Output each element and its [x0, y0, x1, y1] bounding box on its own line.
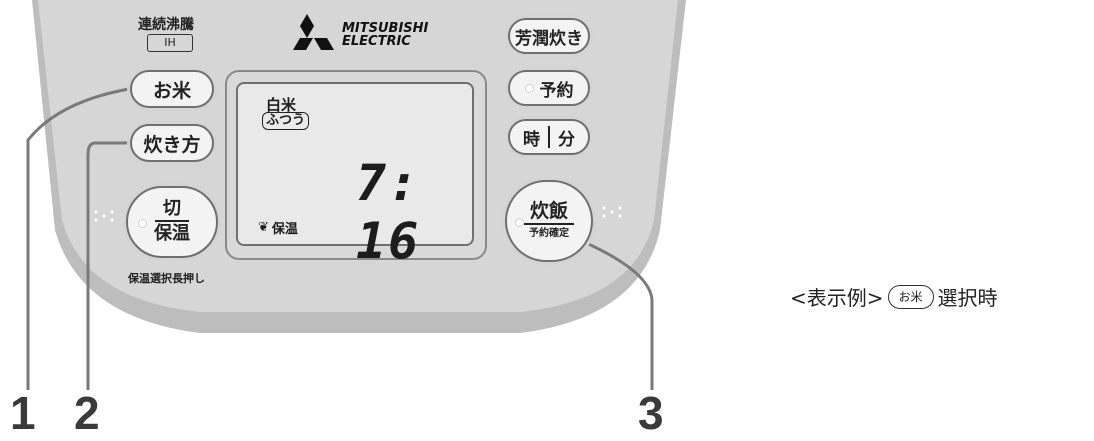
caption-rice-button-icon: お米 [887, 284, 934, 309]
rice-button[interactable]: お米 [130, 70, 214, 108]
leader-line-3 [574, 236, 654, 390]
leader-line-2 [86, 141, 127, 390]
off-label: 切 [155, 198, 189, 222]
leader-line-1 [26, 86, 136, 390]
cook-start-button[interactable]: 炊飯 予約確定 [505, 180, 593, 262]
ih-feature-label: 連続沸騰 [138, 17, 194, 33]
keep-warm-note: 保温選択長押し [128, 272, 205, 285]
display-keep-warm: ❦ 保温 [258, 218, 298, 237]
speaker-dots-right [602, 206, 622, 218]
callout-3: 3 [638, 387, 664, 439]
brand-line-1: MITSUBISHI [342, 21, 429, 36]
brand-line-2: ELECTRIC [342, 34, 411, 49]
display-mode: ふつう [262, 112, 310, 130]
off-keep-warm-button[interactable]: 切 保温 [126, 186, 218, 258]
timer-button[interactable]: 予約 [508, 70, 590, 106]
hour-minute-button[interactable]: 時 分 [508, 119, 590, 155]
cooking-style-button[interactable]: 炊き方 [130, 124, 214, 162]
timer-label: 予約 [539, 80, 574, 101]
cook-led [515, 218, 524, 227]
timer-led [524, 83, 534, 93]
aroma-cook-button[interactable]: 芳潤炊き [508, 18, 590, 54]
confirm-timer-label: 予約確定 [529, 228, 569, 239]
callout-1: 1 [10, 387, 36, 439]
off-keep-warm-led [138, 219, 147, 228]
display-keep-warm-label: 保温 [271, 222, 298, 237]
keep-warm-label: 保温 [154, 223, 190, 244]
divider [548, 126, 550, 148]
speaker-dots-left [94, 210, 114, 222]
cook-label: 炊飯 [523, 199, 574, 225]
callout-2: 2 [74, 387, 100, 439]
display-rice-type: 白米 [266, 96, 297, 114]
caption-suffix: 選択時 [937, 286, 998, 310]
brand-logo: MITSUBISHI ELECTRIC [342, 22, 428, 48]
lcd-display: 白米 ふつう 7: 16 ❦ 保温 [236, 82, 474, 270]
display-time: 7: 16 [356, 154, 421, 270]
display-example-caption: <表示例> お米 選択時 [790, 282, 998, 311]
hour-label: 時 [523, 129, 540, 150]
caption-prefix: <表示例> [790, 286, 884, 310]
minute-label: 分 [558, 129, 575, 150]
leaf-icon: ❦ [258, 220, 269, 235]
mitsubishi-logo-icon [293, 14, 334, 50]
ih-mark: IH [147, 34, 193, 52]
